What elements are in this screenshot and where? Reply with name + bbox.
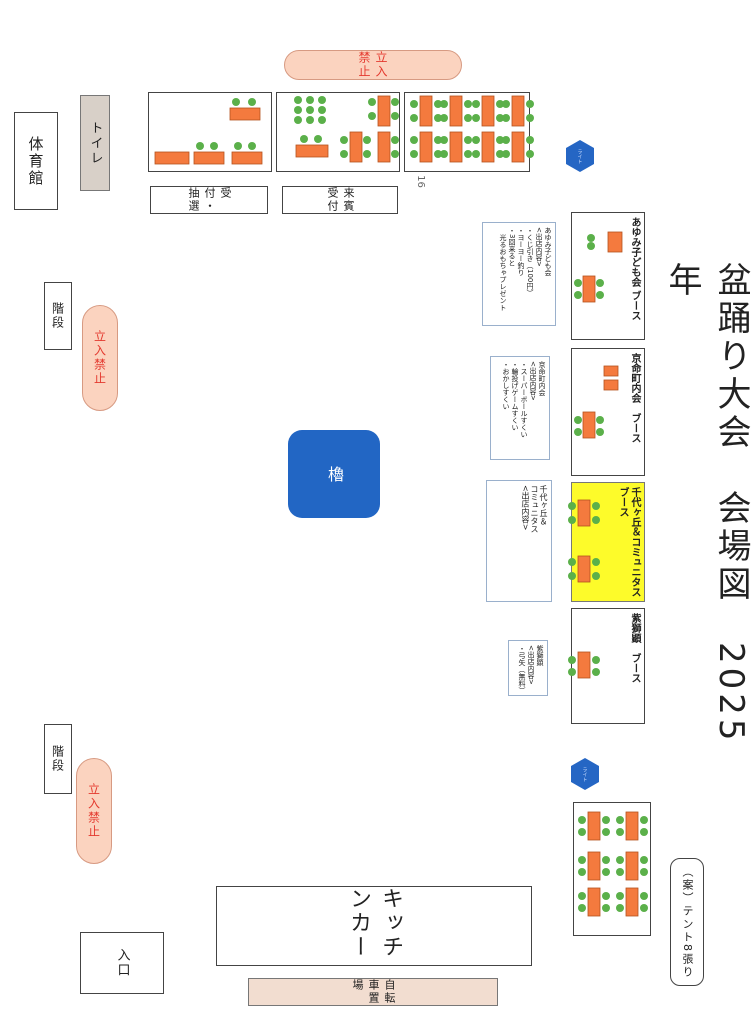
bicycle-parking-label: 自転車置場 [351, 979, 396, 1005]
info-line: ・弓矢（無料） [518, 645, 526, 694]
info-line: ・3回来ると [508, 227, 516, 267]
info-line: <出店内容> [527, 645, 535, 685]
info-line: ・くじ引き（100円） [526, 227, 534, 297]
gym-label: 体育館 [26, 135, 45, 187]
booth-kyomei: 京命町内会 ブース [571, 348, 645, 476]
booth-info-chiyogaoka: 千代ヶ丘＆ コミュニタス <出店内容> [486, 480, 552, 602]
gym-building: 体育館 [14, 112, 58, 210]
booth-info-ayumi: あゆみ子ども会 <出店内容> ・くじ引き（100円） ・ヨーヨー釣り ・3回来る… [482, 222, 556, 326]
yagura-tower: 櫓 [288, 430, 380, 518]
info-line: ・輪投げゲームすくい [511, 361, 519, 431]
reception-lottery-label: 受付・抽選 [187, 187, 232, 213]
bicycle-parking: 自転車置場 [248, 978, 498, 1006]
booth-info-shishi: 紫獅顕 <出店内容> ・弓矢（無料） [508, 640, 548, 696]
light-label-top: ライト [576, 148, 583, 164]
kitchen-car-label: キッチンカー [346, 887, 403, 959]
booth-shishi: 紫獅顕 ブース [571, 608, 645, 724]
stairs-label: 階段 [50, 302, 65, 330]
info-line: 光るおもちゃプレゼント [499, 227, 507, 311]
info-line: <出店内容> [535, 227, 543, 267]
no-entry-label: 立入禁止 [92, 330, 107, 386]
info-line: <出店内容> [529, 361, 537, 401]
booth-ayumi: あゆみ子ども会 ブース [571, 212, 645, 340]
info-line: コミュニタス [530, 485, 539, 533]
tent-area-bottom-right [573, 802, 651, 936]
no-entry-label: 立入禁止 [86, 783, 101, 839]
info-line: ・おかしすくい [502, 361, 510, 410]
draft-note-text: （案）テント8張り [681, 865, 694, 979]
info-line: あゆみ子ども会 [544, 227, 552, 276]
handwritten-note: 16 [414, 175, 426, 188]
tent-area-right [404, 92, 530, 172]
guest-reception-label: 来賓受付 [326, 187, 355, 213]
entrance-label: 入口 [114, 948, 130, 978]
toilet-label: トイレ [87, 120, 103, 166]
yagura-label: 櫓 [325, 466, 344, 482]
info-line: ・スーパーボールすくい [520, 361, 528, 438]
entrance: 入口 [80, 932, 164, 994]
light-hexagon-bottom: ライト [571, 758, 599, 790]
no-entry-sign-mid: 立入禁止 [82, 305, 118, 411]
stairs-bottom: 階段 [44, 724, 72, 794]
stairs-label: 階段 [50, 745, 65, 773]
draft-note: （案）テント8張り [670, 858, 704, 986]
toilet: トイレ [80, 95, 110, 191]
info-line: ・ヨーヨー釣り [517, 227, 525, 276]
page-title: 盆踊り大会 会場図 2025年 [662, 262, 751, 745]
kitchen-car: キッチンカー [216, 886, 532, 966]
no-entry-label: 立入禁止 [357, 51, 388, 79]
light-hexagon-top: ライト [566, 140, 594, 172]
info-line: 京命町内会 [538, 361, 546, 396]
tent-area-middle [276, 92, 400, 172]
reception-lottery-desk: 受付・抽選 [150, 186, 268, 214]
no-entry-sign-top: 立入禁止 [284, 50, 462, 80]
stairs-top: 階段 [44, 282, 72, 350]
booth-title: 千代ヶ丘＆コミュニタス ブース [617, 487, 640, 597]
light-label-bottom: ライト [581, 766, 588, 782]
info-line: <出店内容> [521, 485, 530, 531]
info-line: 千代ヶ丘＆ [539, 485, 548, 525]
no-entry-sign-bottom: 立入禁止 [76, 758, 112, 864]
booth-title: あゆみ子ども会 ブース [629, 217, 640, 321]
tent-area-left [148, 92, 272, 172]
booth-title: 京命町内会 ブース [629, 353, 640, 443]
info-line: 紫獅顕 [536, 645, 544, 666]
guest-reception-desk: 来賓受付 [282, 186, 398, 214]
booth-chiyogaoka: 千代ヶ丘＆コミュニタス ブース [571, 482, 645, 602]
booth-info-kyomei: 京命町内会 <出店内容> ・スーパーボールすくい ・輪投げゲームすくい ・おかし… [490, 356, 550, 460]
booth-title: 紫獅顕 ブース [629, 613, 640, 683]
